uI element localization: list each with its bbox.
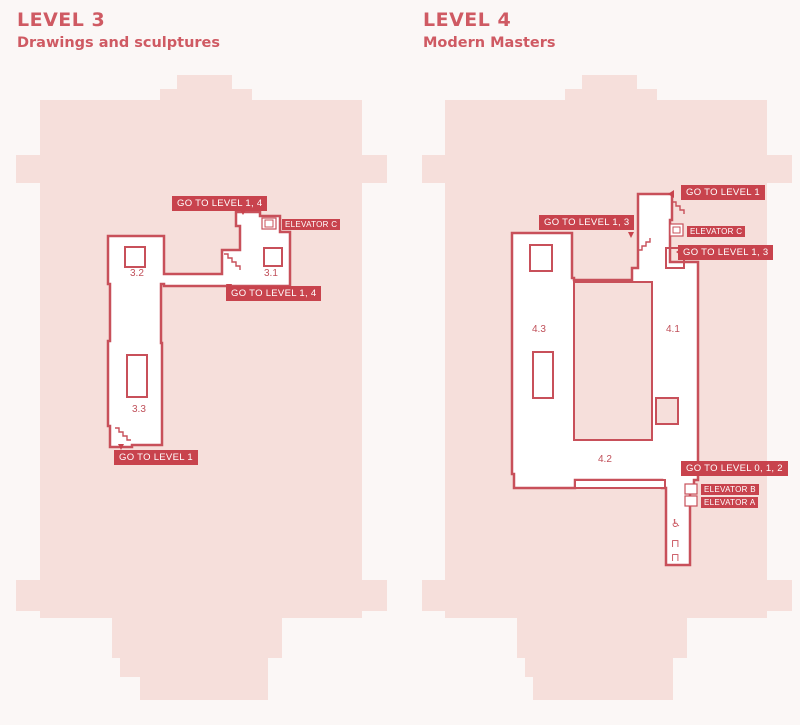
elevator-c-label[interactable]: ELEVATOR C (282, 219, 341, 230)
room-3-3-label: 3.3 (132, 404, 146, 415)
elevator-icon (669, 223, 684, 237)
toilet-icon: ⊓ (671, 551, 680, 564)
go-to-level-1-3-left-label[interactable]: GO TO LEVEL 1, 3 (539, 215, 635, 230)
level-3-map (16, 75, 387, 700)
room-3-3-pillar (126, 354, 148, 398)
level-4-panel: ♿ ⊓ ⊓ LEVEL 4 Modern Masters GO TO LEVEL… (400, 0, 800, 725)
stairs-icon (224, 253, 241, 270)
go-to-level-1-label[interactable]: GO TO LEVEL 1 (681, 185, 765, 200)
stairs-icon (115, 427, 131, 441)
level-3-subtitle: Drawings and sculptures (17, 35, 221, 51)
elevator-b-label[interactable]: ELEVATOR B (701, 484, 759, 495)
go-to-level-1-label[interactable]: GO TO LEVEL 1 (114, 450, 198, 465)
go-to-level-0-1-2-label[interactable]: GO TO LEVEL 0, 1, 2 (681, 461, 788, 476)
accessible-toilet-icon: ♿ (671, 517, 681, 530)
level-3-route (106, 210, 292, 449)
room-3-2-pillar (124, 246, 146, 268)
toilet-icon: ⊓ (671, 537, 680, 550)
level-3-panel: LEVEL 3 Drawings and sculptures GO TO LE… (16, 9, 387, 700)
elevator-icon (684, 495, 698, 507)
go-to-level-1-4-top-label[interactable]: GO TO LEVEL 1, 4 (172, 196, 268, 211)
room-3-2-label: 3.2 (130, 268, 144, 279)
elevator-icon (261, 217, 277, 230)
elevator-icon (684, 483, 698, 495)
level-4-subtitle: Modern Masters (423, 35, 556, 51)
room-4-2-label: 4.2 (598, 454, 612, 465)
level-3-title: LEVEL 3 (17, 9, 106, 31)
go-to-level-1-4-bottom-label[interactable]: GO TO LEVEL 1, 4 (226, 286, 322, 301)
room-4-3-inner (532, 351, 554, 399)
room-3-1-label: 3.1 (264, 268, 278, 279)
stairs-icon (672, 201, 685, 214)
level-4-title: LEVEL 4 (423, 9, 512, 31)
stairs-icon (638, 238, 651, 251)
room-3-1-pillar (263, 247, 283, 267)
elevator-c-label[interactable]: ELEVATOR C (687, 226, 746, 237)
room-4-3-pillar (529, 244, 553, 272)
room-4-1-label: 4.1 (666, 324, 680, 335)
level-4-map: ♿ ⊓ ⊓ (422, 75, 792, 700)
elevator-a-label[interactable]: ELEVATOR A (701, 497, 759, 508)
go-to-level-1-3-right-label[interactable]: GO TO LEVEL 1, 3 (678, 245, 774, 260)
room-4-3-label: 4.3 (532, 324, 546, 335)
courtyard (573, 281, 653, 441)
level-3-building-outline (16, 75, 387, 700)
